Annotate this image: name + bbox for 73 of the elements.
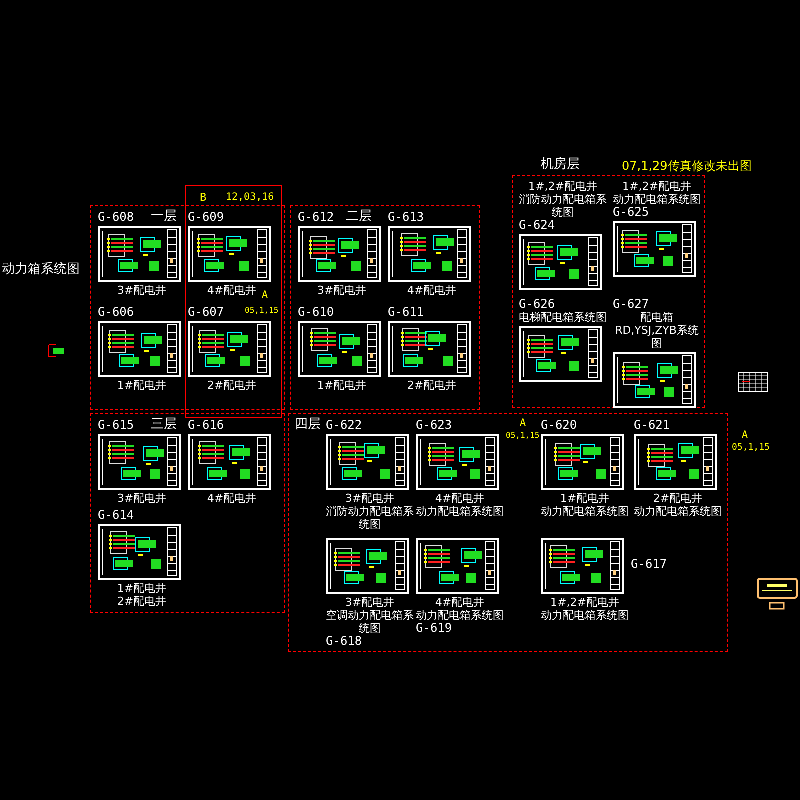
sheet-title: 4#配电井: [435, 596, 485, 609]
sheet-number: G-621: [634, 419, 670, 432]
floor-title: 机房层: [541, 158, 580, 172]
sheet-title: 3#配电井: [345, 596, 395, 609]
sheet-title: 4#配电井: [407, 284, 457, 297]
sheet-title: 4#配电井: [435, 492, 485, 505]
sheet-title: 空调动力配电箱系统图: [326, 609, 414, 635]
floor-frame: [90, 205, 285, 410]
sheet-number: G-622: [326, 419, 362, 432]
floor-title: 一层: [151, 210, 177, 224]
sheet-number: G-610: [298, 306, 334, 319]
sheet-number: G-627: [613, 298, 650, 311]
sheet-title: 2#配电井: [207, 379, 257, 392]
sheet-title: 3#配电井: [117, 492, 167, 505]
sheet-number: G-612: [298, 211, 334, 224]
sheet-title: 消防动力配电箱系统图: [519, 193, 607, 219]
floor-title: 二层: [346, 210, 372, 224]
sheet-title: 3#配电井: [117, 284, 167, 297]
sheet-title: 动力配电箱系统图: [541, 609, 629, 622]
sheet-title: 动力配电箱系统图: [634, 505, 722, 518]
sheet-number: G-609: [188, 211, 224, 224]
revision-note: 05,1,15: [245, 306, 279, 315]
sheet-title: 1#配电井: [317, 379, 367, 392]
sheet-number: G-611: [388, 306, 424, 319]
sheet-number: G-615: [98, 419, 134, 432]
sheet-title: 动力配电箱系统图: [613, 193, 701, 206]
sheet-number: G-623: [416, 419, 452, 432]
sheet-title: 动力配电箱系统图: [416, 505, 504, 518]
floor-frame: [288, 413, 728, 652]
sheet-title: 1#配电井: [560, 492, 610, 505]
sheet-number: G-618: [326, 635, 362, 648]
revision-note: 12,03,16: [226, 192, 274, 203]
sheet-title: 电梯配电箱系统图: [519, 311, 607, 324]
revision-note: 05,1,15: [732, 443, 770, 453]
sheet-number: G-617: [631, 558, 668, 571]
floor-frame: [290, 205, 480, 410]
sheet-title: 4#配电井: [207, 492, 257, 505]
sheet-title: 4#配电井: [207, 284, 257, 297]
sheet-number: G-620: [541, 419, 578, 432]
sheet-number: G-606: [98, 306, 134, 319]
floor-title: 四层: [295, 418, 321, 432]
sheet-title: 消防动力配电箱系统图: [326, 505, 414, 531]
sheet-number: G-616: [188, 419, 224, 432]
sheet-title: 2#配电井: [117, 595, 167, 608]
sheet-number: G-619: [416, 622, 452, 635]
revision-note: A: [520, 418, 526, 429]
sheet-title: 1#配电井: [117, 379, 167, 392]
sheet-title: 3#配电井: [317, 284, 367, 297]
sheet-number: G-624: [519, 219, 556, 232]
sheet-number: G-626: [519, 298, 556, 311]
revision-note: 05,1,15: [506, 431, 540, 440]
revision-note: A: [262, 290, 268, 301]
sheet-number: G-625: [613, 206, 650, 219]
sheet-title: 2#配电井: [653, 492, 703, 505]
revision-note: B: [200, 192, 207, 204]
sheet-title: 配电箱RD,YSJ,ZYB系统图: [614, 311, 700, 350]
revision-note: A: [742, 430, 748, 441]
sheet-title: 1#,2#配电井: [528, 180, 598, 193]
floor-frame: [90, 413, 285, 613]
sheet-number: G-607: [188, 306, 224, 319]
sheet-title: 1#,2#配电井: [550, 596, 620, 609]
sheet-number: G-613: [388, 211, 424, 224]
revision-note: 07,1,29传真修改未出图: [622, 160, 752, 173]
sheet-number: G-608: [98, 211, 134, 224]
sheet-title: 动力配电箱系统图: [416, 609, 504, 622]
sheet-title: 动力配电箱系统图: [541, 505, 629, 518]
sheet-title: 1#配电井: [117, 582, 167, 595]
sheet-number: G-614: [98, 509, 134, 522]
sheet-title: 1#,2#配电井: [622, 180, 692, 193]
sheet-title: 3#配电井: [345, 492, 395, 505]
floor-title: 三层: [151, 418, 177, 432]
drawing-title: 动力箱系统图: [2, 263, 80, 277]
sheet-title: 2#配电井: [407, 379, 457, 392]
